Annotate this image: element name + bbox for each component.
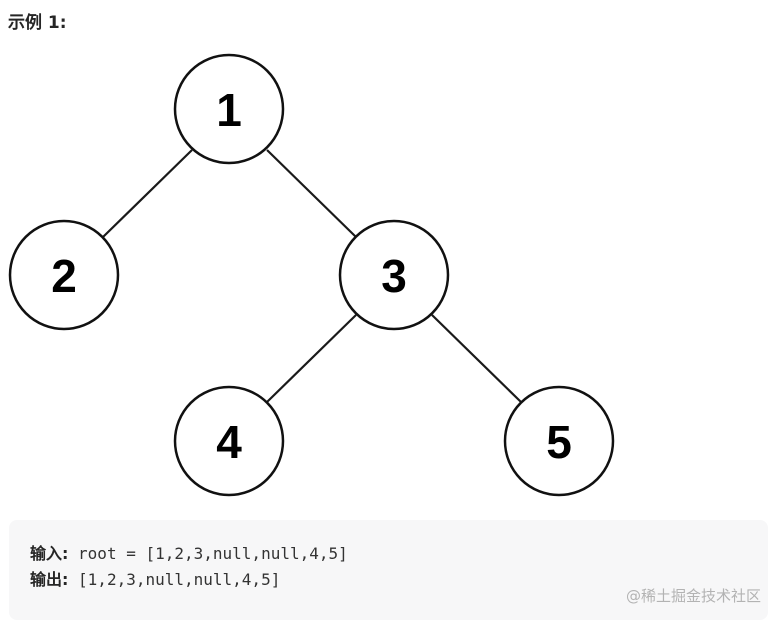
edge-3-4: [266, 314, 357, 403]
output-line: 输出: [1,2,3,null,null,4,5]: [30, 569, 280, 591]
output-value: [1,2,3,null,null,4,5]: [68, 570, 281, 589]
tree-node-circle: [8, 219, 120, 331]
tree-node-5: 5: [503, 385, 615, 497]
tree-node-label: 2: [51, 250, 77, 302]
tree-node-label: 4: [216, 416, 242, 468]
tree-node-label: 3: [381, 250, 407, 302]
tree-node-2: 2: [8, 219, 120, 331]
tree-node-3: 3: [338, 219, 450, 331]
output-label: 输出:: [30, 570, 69, 589]
tree-node-label: 5: [546, 416, 572, 468]
tree-edges: [102, 149, 522, 403]
tree-node-1: 1: [173, 53, 285, 165]
edge-3-5: [431, 314, 522, 403]
input-label: 输入:: [30, 544, 69, 563]
tree-node-circle: [173, 385, 285, 497]
tree-node-4: 4: [173, 385, 285, 497]
watermark: @稀土掘金技术社区: [625, 587, 761, 605]
input-value: root = [1,2,3,null,null,4,5]: [68, 544, 348, 563]
edge-1-2: [102, 149, 193, 238]
example-title: 示例 1:: [8, 13, 67, 33]
input-line: 输入: root = [1,2,3,null,null,4,5]: [30, 543, 348, 565]
binary-tree-diagram: 1 2 3 4 5: [8, 53, 615, 497]
tree-node-circle: [173, 53, 285, 165]
tree-node-circle: [503, 385, 615, 497]
tree-node-circle: [338, 219, 450, 331]
tree-node-label: 1: [216, 84, 242, 136]
edge-1-3: [266, 149, 357, 238]
example-code-block: 输入: root = [1,2,3,null,null,4,5] 输出: [1,…: [9, 520, 768, 620]
